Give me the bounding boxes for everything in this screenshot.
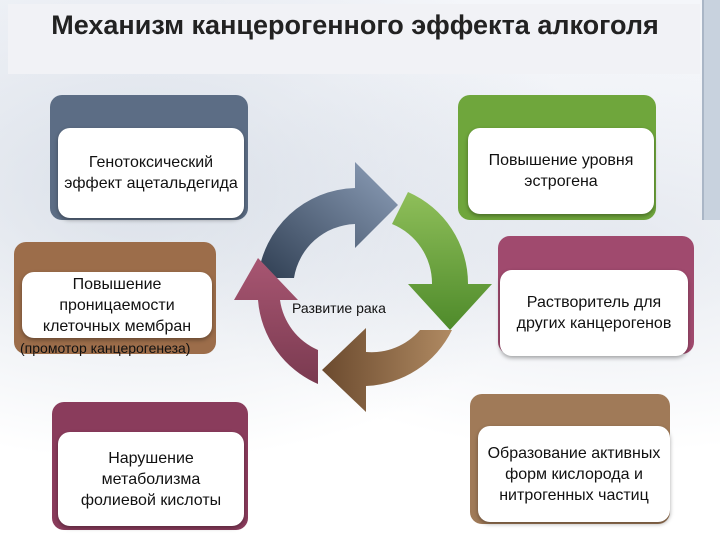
permeability-card: Повышение проницаемости клеточных мембра…: [22, 272, 212, 338]
ros-card: Образование активных форм кислорода и ни…: [478, 426, 670, 522]
genotoxic-card: Генотоксический эффект ацетальдегида: [58, 128, 244, 218]
estrogen-card: Повышение уровня эстрогена: [468, 128, 654, 214]
folate-card: Нарушение метаболизма фолиевой кислоты: [58, 432, 244, 526]
arrow-brown: [322, 328, 452, 412]
side-panel: [702, 0, 720, 220]
page-title: Механизм канцерогенного эффекта алкоголя: [51, 10, 659, 40]
solvent-card: Растворитель для других канцерогенов: [500, 270, 688, 356]
ros-text: Образование активных форм кислорода и ни…: [487, 444, 661, 504]
permeability-text: Повышение проницаемости клеточных мембра…: [42, 275, 192, 335]
solvent-text: Растворитель для других канцерогенов: [516, 294, 672, 332]
arrow-blue: [258, 162, 398, 278]
arrow-green: [392, 192, 492, 330]
title-bar: [8, 4, 700, 74]
center-label: Развитие рака: [292, 300, 386, 316]
estrogen-text: Повышение уровня эстрогена: [488, 152, 634, 190]
genotoxic-text: Генотоксический эффект ацетальдегида: [64, 154, 238, 192]
folate-text: Нарушение метаболизма фолиевой кислоты: [80, 449, 222, 509]
promoter-note: (промотор канцерогенеза): [20, 340, 191, 356]
arrow-plum: [234, 258, 318, 384]
